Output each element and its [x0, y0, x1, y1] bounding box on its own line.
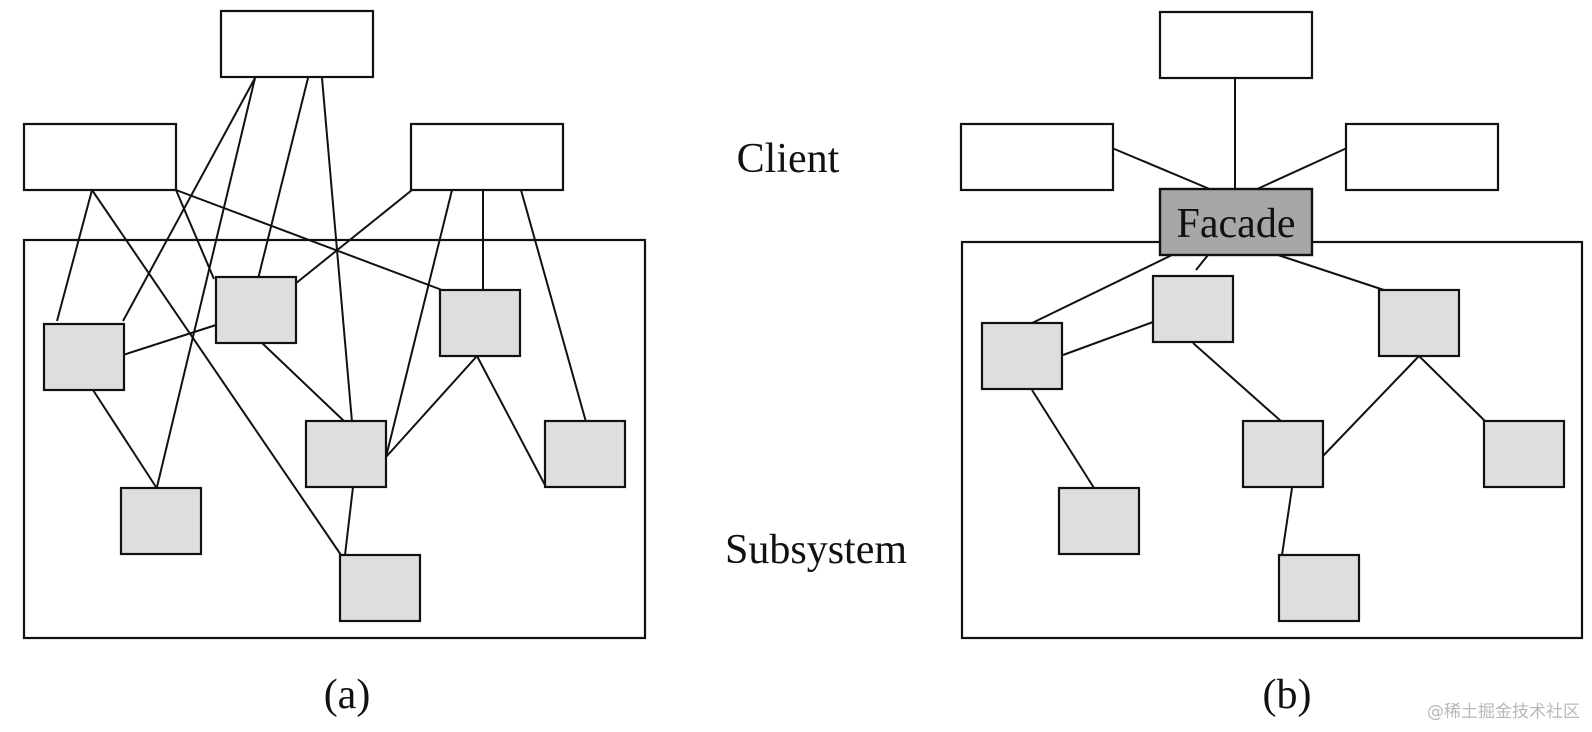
- edge-b: [1192, 342, 1283, 423]
- client-box-b-top: [1158, 10, 1314, 80]
- client-box-a-right: [409, 122, 565, 192]
- edge-a: [294, 189, 413, 285]
- subsystem-label: Subsystem: [725, 527, 907, 573]
- client-label: Client: [737, 136, 840, 182]
- edge-b: [1418, 355, 1487, 423]
- subsystem-box-b: [1057, 486, 1141, 556]
- client-boxes-a: [22, 9, 565, 192]
- edge-b: [1321, 355, 1420, 458]
- edge-a: [385, 355, 478, 458]
- edge-a: [476, 355, 547, 488]
- client-box-a-left: [22, 122, 178, 192]
- panel-a: (a): [22, 9, 647, 718]
- edge-a: [122, 77, 256, 322]
- subsystem-box-a: [304, 419, 388, 489]
- subsystem-box-b: [1277, 553, 1361, 623]
- client-box-a-top: [219, 9, 375, 79]
- subsystem-boxes-a: [42, 275, 627, 623]
- subsystem-box-a: [214, 275, 298, 345]
- edge-a: [122, 324, 217, 356]
- edge-a: [344, 486, 354, 556]
- subsystem-container-a: [22, 238, 647, 640]
- subsystem-box-b: [1241, 419, 1325, 489]
- edge-b: [1062, 321, 1154, 356]
- caption-a: (a): [324, 672, 371, 718]
- edge-a: [92, 389, 157, 488]
- facade-box: [1158, 187, 1314, 257]
- edge-b: [1027, 254, 1173, 326]
- edge-a: [261, 342, 346, 423]
- subsystem-box-a: [119, 486, 203, 556]
- subsystem-box-a: [338, 553, 422, 623]
- client-boxes-b: [959, 10, 1500, 192]
- edges-a: [56, 77, 587, 556]
- subsystem-boxes-b: [980, 274, 1566, 623]
- edge-b: [1281, 487, 1293, 556]
- edge-a: [91, 189, 342, 556]
- subsystem-box-b: [980, 321, 1064, 391]
- client-box-b-right: [1344, 122, 1500, 192]
- subsystem-box-a: [438, 288, 522, 358]
- facade: Facade: [1158, 187, 1314, 257]
- edges-b: [1027, 78, 1487, 556]
- edge-a: [175, 189, 215, 280]
- center-labels: Client Subsystem: [725, 136, 907, 573]
- subsystem-box-b: [1151, 274, 1235, 344]
- edge-a: [156, 77, 256, 488]
- edge-b: [1111, 147, 1213, 191]
- edge-a: [257, 77, 309, 280]
- edge-b: [1195, 254, 1209, 271]
- edge-a: [56, 189, 93, 322]
- subsystem-box-b: [1482, 419, 1566, 489]
- panel-b: Facade (b): [959, 10, 1584, 718]
- subsystem-box-b: [1377, 288, 1461, 358]
- client-box-b-left: [959, 122, 1115, 192]
- edge-a: [175, 189, 443, 291]
- watermark: @稀土掘金技术社区: [1427, 702, 1580, 722]
- subsystem-box-a: [543, 419, 627, 489]
- edge-a: [520, 189, 587, 423]
- subsystem-box-a: [42, 322, 126, 392]
- edge-b: [1031, 389, 1095, 489]
- edge-b: [1277, 254, 1391, 293]
- facade-label: Facade: [1177, 201, 1296, 247]
- edge-a: [385, 189, 453, 458]
- caption-b: (b): [1263, 672, 1312, 718]
- edge-b: [1254, 147, 1348, 191]
